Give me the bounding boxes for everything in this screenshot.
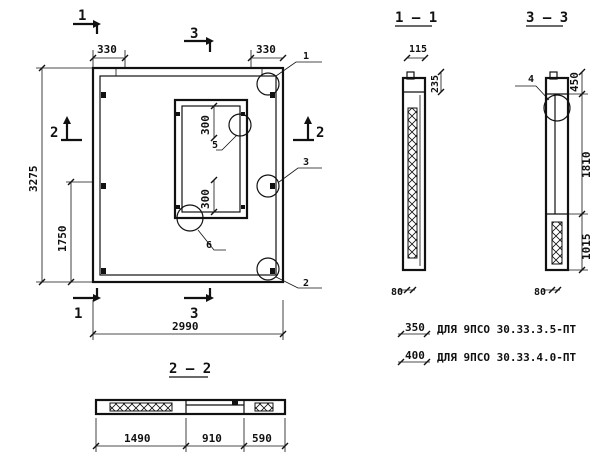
dim-80-b: 80: [534, 287, 546, 298]
dim-115: 115: [409, 44, 427, 55]
panel-inner-outline: [99, 75, 277, 276]
detail-circle-1: [256, 72, 280, 96]
dim-330-left: 330: [97, 43, 117, 56]
variant-1-dim: 350: [405, 321, 425, 334]
variant-note-2: 400 ДЛЯ 9ПСО 30.33.4.0-ПТ: [397, 349, 576, 366]
window-inner-outline: [181, 105, 241, 213]
section-3-3-profile: [515, 68, 588, 294]
embedded-part: [270, 183, 275, 189]
cut-label-1-bottom: 1: [74, 306, 82, 322]
dim-1490: 1490: [124, 432, 151, 445]
dim-450: 450: [568, 72, 581, 92]
embedded-part: [176, 205, 180, 209]
embedded-part: [270, 268, 275, 274]
section-title-1-1: 1 — 1: [395, 10, 437, 26]
embedded-part: [101, 92, 106, 98]
dim-3275: 3275: [27, 166, 40, 193]
callout-2: 2: [303, 278, 309, 289]
panel-plan: [91, 66, 285, 284]
variant-2-text: ДЛЯ 9ПСО 30.33.4.0-ПТ: [437, 351, 576, 364]
detail-circles: [176, 72, 280, 281]
section-cut-marks: [61, 20, 314, 302]
dim-1015: 1015: [580, 234, 593, 261]
dim-1750: 1750: [56, 226, 69, 253]
section-1-1-profile: [398, 54, 445, 294]
cut-label-2-right: 2: [316, 125, 324, 141]
callout-1: 1: [303, 51, 309, 62]
dim-2990: 2990: [172, 320, 199, 333]
section-2-2-profile: [92, 398, 289, 452]
section-title-3-3: 3 — 3: [526, 10, 568, 26]
detail-circle-2: [256, 257, 280, 281]
cut-label-3-bottom: 3: [190, 306, 198, 322]
section-title-2-2: 2 — 2: [169, 361, 211, 377]
detail-circle-6: [176, 204, 204, 232]
embedded-part: [101, 183, 106, 189]
cut-label-2-left: 2: [50, 125, 58, 141]
embedded-part: [176, 112, 180, 116]
dim-910: 910: [202, 432, 222, 445]
embedded-part: [241, 205, 245, 209]
variant-note-1: 350 ДЛЯ 9ПСО 30.33.3.5-ПТ: [397, 321, 576, 338]
window-opening: [173, 98, 249, 220]
detail-circle-3: [256, 174, 280, 198]
dim-1810: 1810: [580, 152, 593, 179]
dim-590: 590: [252, 432, 272, 445]
dim-300-upper: 300: [199, 115, 212, 135]
panel-outline: [91, 66, 285, 284]
dim-235: 235: [430, 75, 441, 93]
panel-dimension-lines: [36, 50, 287, 340]
dim-330-right: 330: [256, 43, 276, 56]
variant-2-dim: 400: [405, 349, 425, 362]
callout-4: 4: [528, 74, 534, 85]
dim-300-lower: 300: [199, 189, 212, 209]
leader-lines: [197, 61, 322, 289]
callout-6: 6: [206, 240, 212, 251]
callout-5: 5: [212, 140, 218, 151]
embedded-part: [270, 92, 275, 98]
cut-label-3-top: 3: [190, 26, 198, 42]
callout-3: 3: [303, 157, 309, 168]
dim-80-a: 80: [391, 287, 403, 298]
detail-circle-5: [228, 113, 252, 137]
embedded-part: [101, 268, 106, 274]
cut-label-1-top: 1: [78, 8, 86, 24]
variant-1-text: ДЛЯ 9ПСО 30.33.3.5-ПТ: [437, 323, 576, 336]
